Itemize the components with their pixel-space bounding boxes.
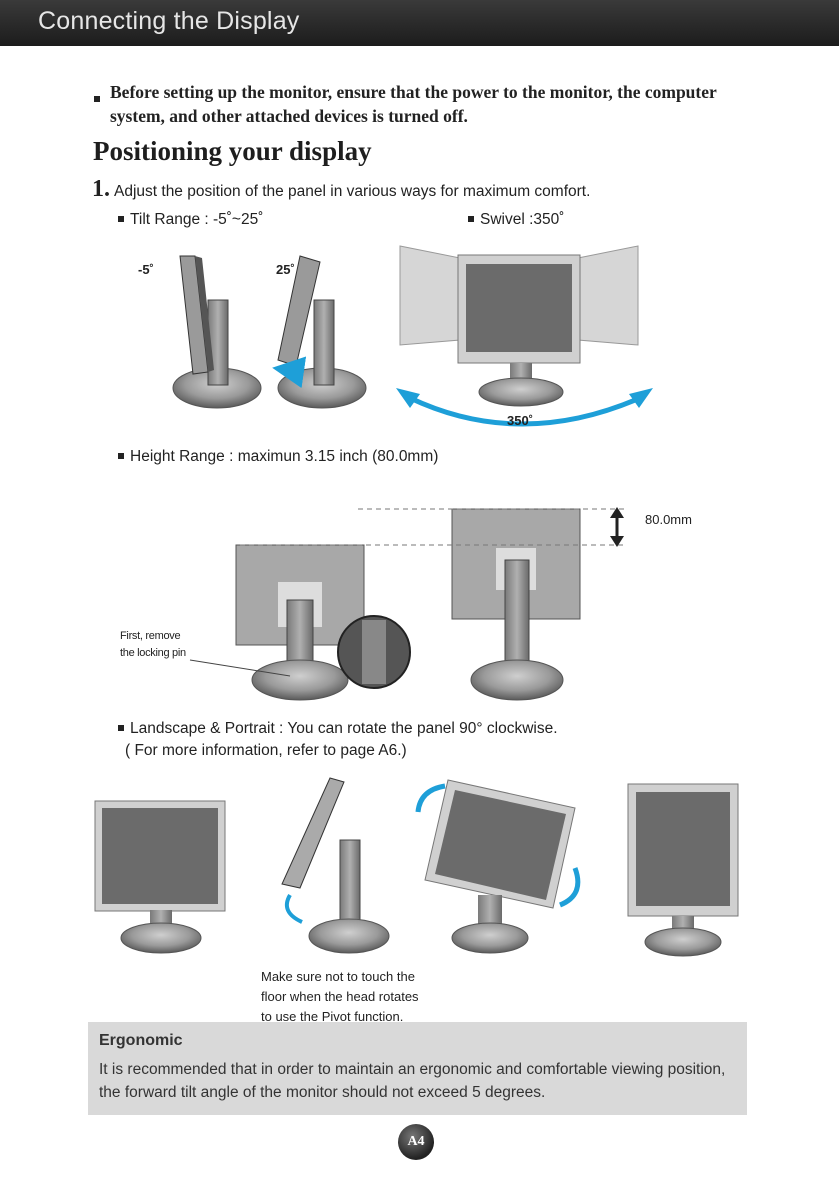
tilt-back-angle: -5˚ (138, 262, 154, 277)
swivel-label: Swivel :350˚ (468, 211, 564, 229)
height-label-text: Height Range : maximun 3.15 inch (80.0mm… (130, 448, 439, 465)
ergonomic-box (88, 1022, 747, 1115)
pivot-tilt-monitor-illustration (281, 777, 390, 954)
tilt-forward-angle: 25˚ (276, 262, 295, 277)
tilt-monitor-back-illustration (172, 255, 262, 409)
swivel-label-text: Swivel :350˚ (480, 211, 565, 228)
rotate-label: Landscape & Portrait : You can rotate th… (118, 720, 558, 738)
header-bar (0, 0, 839, 46)
tilt-label: Tilt Range : -5˚~25˚ (118, 211, 263, 229)
pivot-caption: Make sure not to touch the floor when th… (261, 967, 419, 1027)
rotate-label-text: Landscape & Portrait : You can rotate th… (130, 720, 558, 737)
pin-note-line1: First, remove (120, 630, 181, 642)
pivot-caption-line2: floor when the head rotates (261, 989, 419, 1004)
page-title: Connecting the Display (38, 7, 300, 35)
landscape-monitor-illustration (94, 800, 226, 954)
ergonomic-title: Ergonomic (99, 1032, 183, 1049)
height-dimension: 80.0mm (645, 512, 692, 527)
swivel-angle: 350˚ (507, 413, 534, 428)
portrait-monitor-illustration (627, 783, 739, 957)
intro-note: Before setting up the monitor, ensure th… (110, 82, 717, 126)
pin-note-line2: the locking pin (120, 647, 186, 659)
swivel-monitor-illustration (396, 245, 653, 427)
page-number-badge: A4 (398, 1124, 434, 1160)
tilt-monitor-forward-illustration (272, 255, 367, 409)
step-number: 1. (92, 176, 110, 202)
pivot-caption-line3: to use the Pivot function. (261, 1009, 404, 1024)
tilt-label-text: Tilt Range : -5˚~25˚ (130, 211, 264, 228)
height-label: Height Range : maximun 3.15 inch (80.0mm… (118, 448, 438, 466)
rotating-monitor-illustration (415, 779, 581, 954)
section-title: Positioning your display (93, 136, 372, 166)
note-bullet (94, 89, 100, 107)
ergonomic-text: It is recommended that in order to maint… (99, 1061, 726, 1101)
height-monitor-illustration (189, 507, 625, 701)
step-text: Adjust the position of the panel in vari… (114, 183, 591, 200)
pivot-caption-line1: Make sure not to touch the (261, 969, 415, 984)
rotate-reference: ( For more information, refer to page A6… (125, 742, 407, 759)
